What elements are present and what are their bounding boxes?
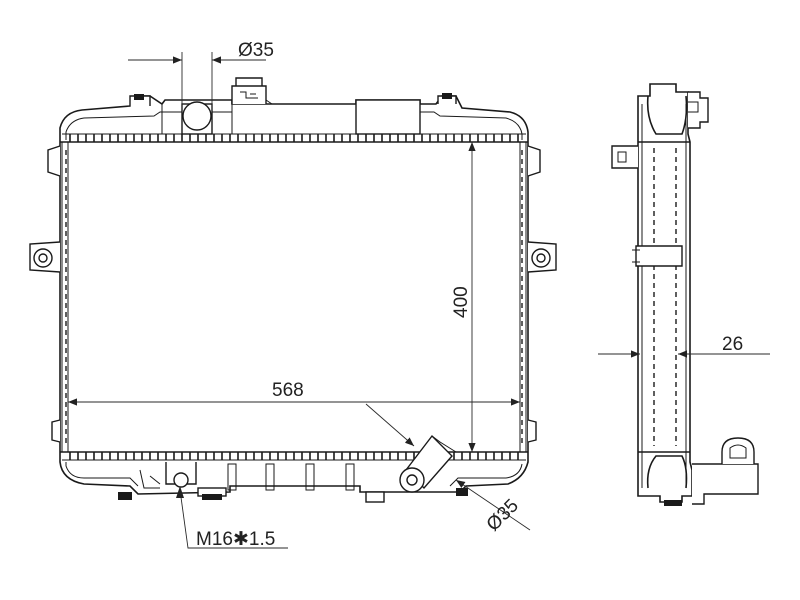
radiator-outline xyxy=(59,95,529,495)
dim-outlet-diameter: Ø35 xyxy=(365,403,531,536)
bottom-outlet-pipe xyxy=(399,434,457,493)
side-view xyxy=(611,83,759,506)
front-view xyxy=(29,77,557,503)
top-inlet-pipe xyxy=(181,101,213,135)
outlet-diameter-label: Ø35 xyxy=(483,495,523,535)
bottom-tank-details xyxy=(118,462,468,503)
width-label: 568 xyxy=(272,380,304,401)
thread-label: M16✱1.5 xyxy=(196,529,275,550)
dim-inlet-diameter: Ø35 xyxy=(128,40,274,110)
side-outline xyxy=(637,83,693,503)
left-mount-bracket xyxy=(29,241,61,273)
thread-callout: M16✱1.5 xyxy=(176,486,288,550)
height-label: 400 xyxy=(451,286,472,318)
dim-width: 568 xyxy=(68,380,520,406)
top-header-teeth xyxy=(69,134,519,142)
right-mount-bracket xyxy=(527,241,557,273)
filler-neck xyxy=(231,77,290,105)
depth-label: 26 xyxy=(722,334,743,355)
dim-height: 400 xyxy=(451,142,476,452)
inlet-diameter-label: Ø35 xyxy=(238,40,274,61)
dim-depth: 26 xyxy=(598,334,770,358)
